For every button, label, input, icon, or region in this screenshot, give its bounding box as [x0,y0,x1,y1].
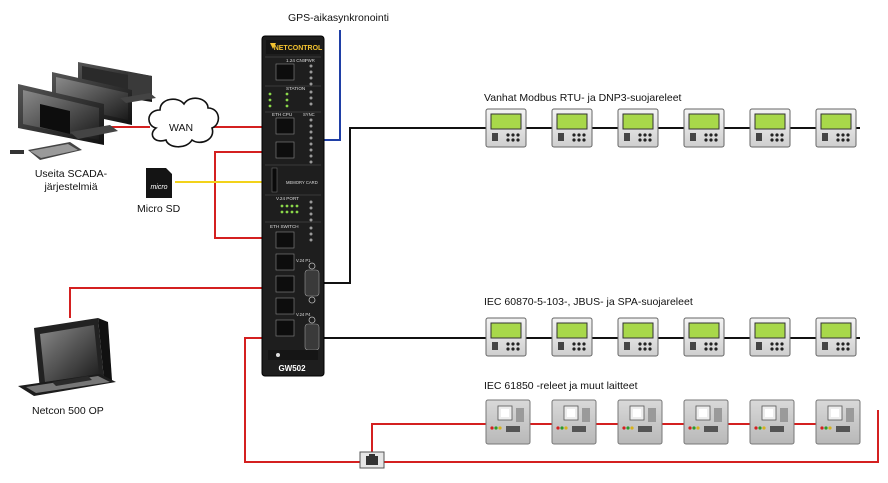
gw502-led [309,64,313,68]
eth-loop-cable [214,151,262,239]
gw502-led [309,124,313,128]
gw502-status-led [280,204,284,208]
gw502-section-7: V.24 P1 [296,258,311,263]
gw502-led [309,206,313,210]
modbus-relay-3 [617,108,659,148]
gw502-status-led [285,92,289,96]
gw502-led [309,96,313,100]
modbus-relay-row [485,108,857,148]
modbus-bus-cable [322,127,860,284]
iec-relay-3 [617,317,659,357]
modbus-relay-6 [815,108,857,148]
svg-text:micro: micro [150,184,167,191]
iec61850-relay-3 [617,399,663,445]
gw502-led [309,82,313,86]
gw502-status-led [285,204,289,208]
gw502-brand: NETCONTROL [274,45,323,52]
iec-relay-4 [683,317,725,357]
microsd-card: micro [146,168,172,198]
gw502-led [309,148,313,152]
gw502-status-led [268,98,272,102]
netcon-workstation [18,318,116,396]
modbus-relay-2 [551,108,593,148]
ethernet-switch [359,451,385,469]
gw502-led-column [268,64,313,242]
gw502-status-led [285,98,289,102]
gw502-led [309,238,313,242]
scada-workstations [10,62,156,160]
microsd-label: Micro SD [137,203,181,215]
gw502-led [309,212,313,216]
gw502-section-4: MEMORY CARD [286,180,318,185]
gw502-led [309,142,313,146]
gw502-status-led [290,204,294,208]
iec61850-relay-4 [683,399,729,445]
modbus-relay-5 [749,108,791,148]
wan-cloud [148,97,220,148]
gw502-led [309,160,313,164]
iec61850-row-label: IEC 61850 -releet ja muut laitteet [484,380,638,392]
gps-label: GPS-aikasynkronointi [288,12,389,24]
gw502-status-led [295,204,299,208]
gw502-led [309,102,313,106]
gw502-section-6: ETH SWITCH [270,224,299,229]
iec-relay-2 [551,317,593,357]
gw502-led [309,154,313,158]
gw502-status-led [280,210,284,214]
gw502-led [309,118,313,122]
gw502-section-2: STATION [286,86,305,91]
iec-relay-row [485,317,857,357]
iec61850-uplink-cable [244,337,879,463]
gw502-status-led [285,210,289,214]
wan-label: WAN [169,122,193,134]
gw502-status-led [295,210,299,214]
gw502-sync-label: SYNC [303,112,315,117]
gw502-status-led [268,92,272,96]
iec61850-relay-row [485,399,861,445]
gw502-section-3: ETH CPU [272,112,292,117]
modbus-relay-1 [485,108,527,148]
gw502-led [309,76,313,80]
gw502-led [309,218,313,222]
gw502-section-8: V.24 P4 [296,312,311,317]
iec-relay-5 [749,317,791,357]
gw502-led [309,136,313,140]
gw502-led [309,200,313,204]
gw502-section-5: V.24 PORT [276,196,299,201]
iec61850-relay-6 [815,399,861,445]
gw502-led [309,90,313,94]
gw502-led [309,70,313,74]
gw502-led [309,226,313,230]
scada-label-line1: Useita SCADA- [34,168,108,180]
gw502-led [309,232,313,236]
gw502-led [309,130,313,134]
gw502-model: GW502 [278,364,306,373]
gw502-status-led [285,104,289,108]
iec-relay-6 [815,317,857,357]
gw502-section-1: 1.24 CNS [286,58,306,63]
netcon-label: Netcon 500 OP [32,405,104,417]
iec-relay-1 [485,317,527,357]
iec61850-relay-5 [749,399,795,445]
gw502-status-led [268,104,272,108]
iec-row-label: IEC 60870-5-103-, JBUS- ja SPA-suojarele… [484,296,693,308]
iec61850-relay-1 [485,399,531,445]
iec61850-relay-2 [551,399,597,445]
modbus-relay-4 [683,108,725,148]
gw502-pwr-label: PWR [305,58,315,63]
scada-label-line2: järjestelmiä [44,181,98,193]
netcon-cable [69,287,262,318]
modbus-row-label: Vanhat Modbus RTU- ja DNP3-suojareleet [484,92,682,104]
gw502-status-led [290,210,294,214]
